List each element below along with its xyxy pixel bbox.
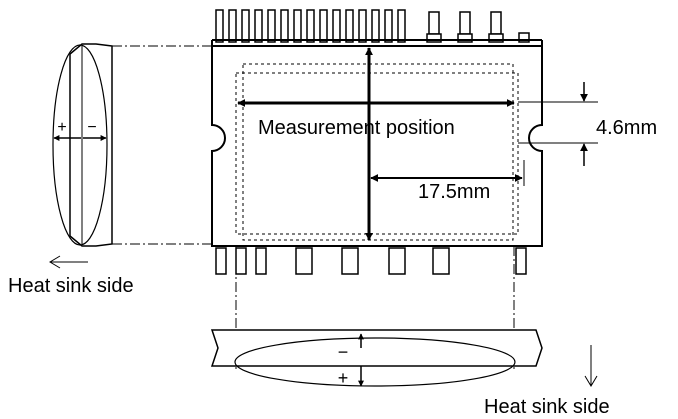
side-minus-sign: −: [87, 119, 96, 136]
top-pins: [215, 9, 530, 43]
heat-sink-side-label-bottom: Heat sink side: [484, 396, 610, 418]
bottom-pins: [215, 247, 527, 275]
offset-label: 4.6mm: [596, 117, 657, 139]
heat-sink-side-label-left: Heat sink side: [8, 275, 134, 297]
length-label: 17.5mm: [418, 181, 490, 203]
bottom-minus-sign: −: [338, 342, 349, 362]
side-plus-sign: +: [57, 119, 66, 136]
bottom-plus-sign: +: [338, 368, 349, 388]
dimension-arrows: [237, 47, 598, 241]
package-body: [211, 39, 543, 247]
measurement-position-label: Measurement position: [258, 117, 455, 139]
side-view: [49, 43, 113, 269]
bottom-view: [210, 329, 598, 387]
